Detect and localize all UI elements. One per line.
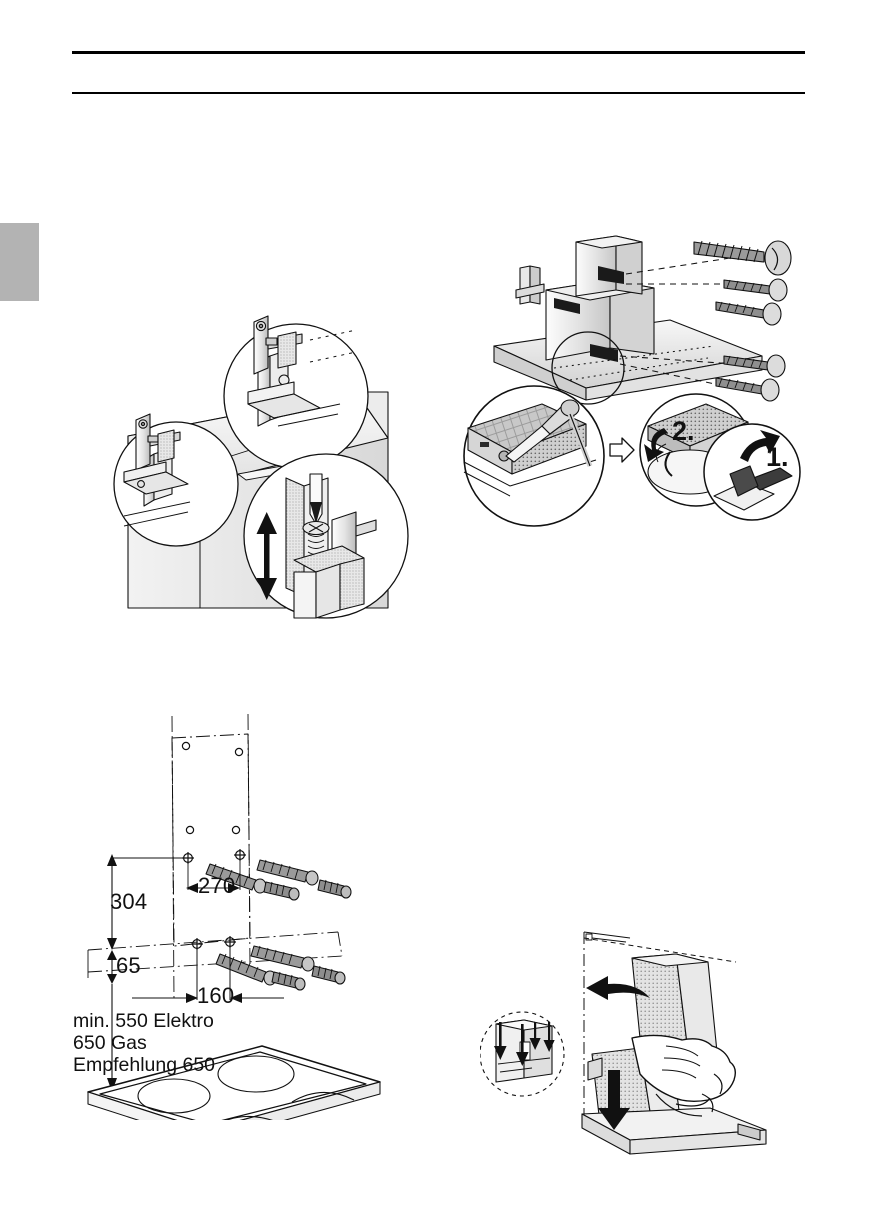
margin-tab [0,223,39,301]
slide-down-arrow-icon [598,1070,630,1130]
adjust-arrow-icon [256,512,277,600]
screw-short-lower-icon [715,377,780,402]
sequence-arrow-icon [609,437,635,463]
header-rule-thick [72,51,805,54]
wall-plug-upper-2-icon [317,879,352,899]
step-2-label: 2. [672,416,695,446]
screw-long-upper-icon [723,278,788,302]
clearance-note-line-3: Empfehlung 650 [73,1054,216,1076]
dimension-160: 160 [197,983,235,1008]
header-rule-thin [72,92,805,94]
push-left-arrow-icon [586,976,650,1000]
dimension-65: 65 [116,953,141,978]
wall-plug-upper-icon [263,881,300,901]
dimension-304: 304 [110,889,148,914]
wall-plug-lower-icon [271,971,306,991]
figure-hood-screw-mounting: 2. 1. [458,228,806,530]
hook-down-arrows-icon [494,1022,555,1066]
wall-plug-lower-2-icon [311,965,346,985]
step-2-arrow-icon [644,428,668,462]
step-1-label: 1. [766,442,789,472]
dimension-270: 270 [198,873,236,898]
screw-short-upper-icon [723,354,786,378]
figure-wall-unit-bracket-mounting [88,288,440,624]
wall-plug-long-icon [693,240,792,276]
clearance-note-line-1: min. 550 Elektro [73,1010,214,1032]
step-1-arrow-icon [740,430,780,462]
clearance-note-line-2: 650 Gas [73,1032,147,1054]
figure-flue-panel-fitting [480,918,782,1162]
figure-drilling-template [70,700,400,1120]
screw-long-lower-icon [715,301,782,326]
